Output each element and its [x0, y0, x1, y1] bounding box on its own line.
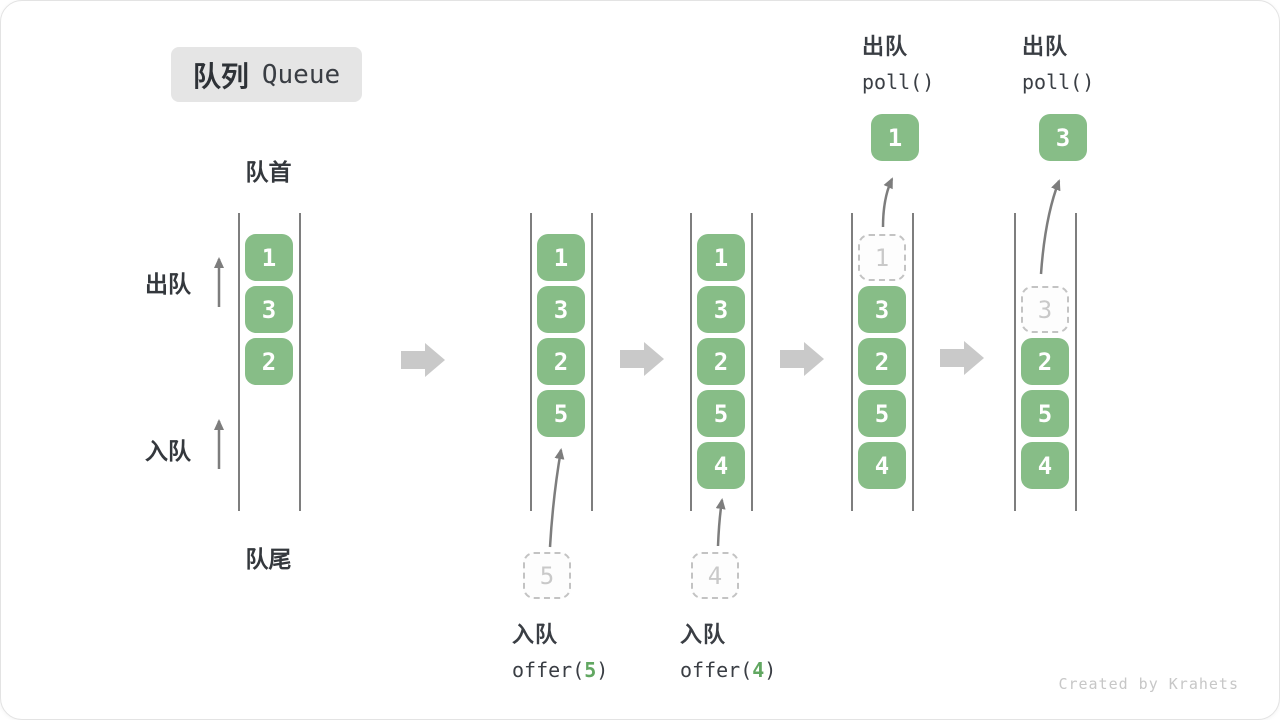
operation-label-code: offer(5)	[512, 658, 608, 682]
next-state-arrow-icon	[780, 342, 824, 376]
operation-label: 出队 poll()	[862, 29, 934, 94]
incoming-element-ghost: 4	[691, 552, 739, 599]
queue-element-ghost: 3	[1021, 286, 1069, 333]
queue-rear-label: 队尾	[245, 546, 292, 572]
next-state-arrow-icon	[940, 341, 984, 375]
channel-left-wall	[530, 213, 532, 511]
dequeue-side-label: 出队	[145, 271, 191, 297]
channel-right-wall	[1075, 213, 1077, 511]
queue-element-ghost: 1	[858, 234, 906, 281]
channel-right-wall	[912, 213, 914, 511]
operation-code-text: )	[596, 658, 609, 682]
operation-arg-value: 4	[752, 658, 765, 682]
operation-label-zh: 出队	[862, 34, 909, 59]
queue-element: 1	[697, 234, 745, 281]
queue-element: 5	[858, 390, 906, 437]
queue-element: 2	[537, 338, 585, 385]
channel-left-wall	[1014, 213, 1016, 511]
queue-element: 4	[1021, 442, 1069, 489]
queue-element: 2	[1021, 338, 1069, 385]
operation-label: 入队 offer(4)	[680, 617, 776, 682]
diagram-title-box: 队列 Queue	[171, 47, 362, 102]
queue-element: 2	[245, 338, 293, 385]
channel-left-wall	[238, 213, 240, 511]
queue-element: 3	[245, 286, 293, 333]
incoming-element-ghost: 5	[523, 552, 571, 599]
outgoing-element: 3	[1039, 114, 1087, 161]
operation-code-text: poll()	[1022, 70, 1095, 94]
operation-code-text: poll()	[862, 70, 935, 94]
offer-4-insert-arrow-icon	[715, 498, 726, 547]
queue-element: 4	[697, 442, 745, 489]
operation-label-zh: 入队	[512, 622, 559, 647]
queue-element: 1	[537, 234, 585, 281]
queue-element: 3	[858, 286, 906, 333]
channel-right-wall	[591, 213, 593, 511]
diagram-title-en: Queue	[261, 59, 341, 90]
queue-element: 5	[537, 390, 585, 437]
queue-element: 3	[697, 286, 745, 333]
enqueue-side-label: 入队	[145, 438, 191, 464]
queue-element: 4	[858, 442, 906, 489]
channel-left-wall	[851, 213, 853, 511]
operation-label-code: poll()	[1022, 70, 1094, 94]
outgoing-element: 1	[871, 114, 919, 161]
operation-label-code: poll()	[862, 70, 934, 94]
operation-label-zh: 入队	[680, 622, 727, 647]
operation-arg-value: 5	[584, 658, 597, 682]
watermark: Created by Krahets	[1058, 675, 1239, 693]
queue-element: 1	[245, 234, 293, 281]
next-state-arrow-icon	[401, 343, 445, 377]
poll-3-remove-arrow-icon	[1039, 179, 1061, 275]
operation-label-zh: 出队	[1022, 34, 1069, 59]
next-state-arrow-icon	[620, 342, 664, 376]
operation-label: 入队 offer(5)	[512, 617, 608, 682]
queue-element: 2	[697, 338, 745, 385]
diagram-title-zh: 队列	[192, 60, 249, 92]
channel-left-wall	[690, 213, 692, 511]
channel-right-wall	[751, 213, 753, 511]
channel-right-wall	[299, 213, 301, 511]
operation-code-text: offer(	[680, 658, 753, 682]
operation-code-text: offer(	[512, 658, 585, 682]
queue-element: 5	[1021, 390, 1069, 437]
queue-front-label: 队首	[245, 159, 292, 185]
operation-label-code: offer(4)	[680, 658, 776, 682]
queue-element: 2	[858, 338, 906, 385]
poll-1-remove-arrow-icon	[881, 177, 894, 228]
offer-5-insert-arrow-icon	[548, 448, 565, 548]
operation-label: 出队 poll()	[1022, 29, 1094, 94]
queue-element: 5	[697, 390, 745, 437]
queue-element: 3	[537, 286, 585, 333]
operation-code-text: )	[764, 658, 777, 682]
